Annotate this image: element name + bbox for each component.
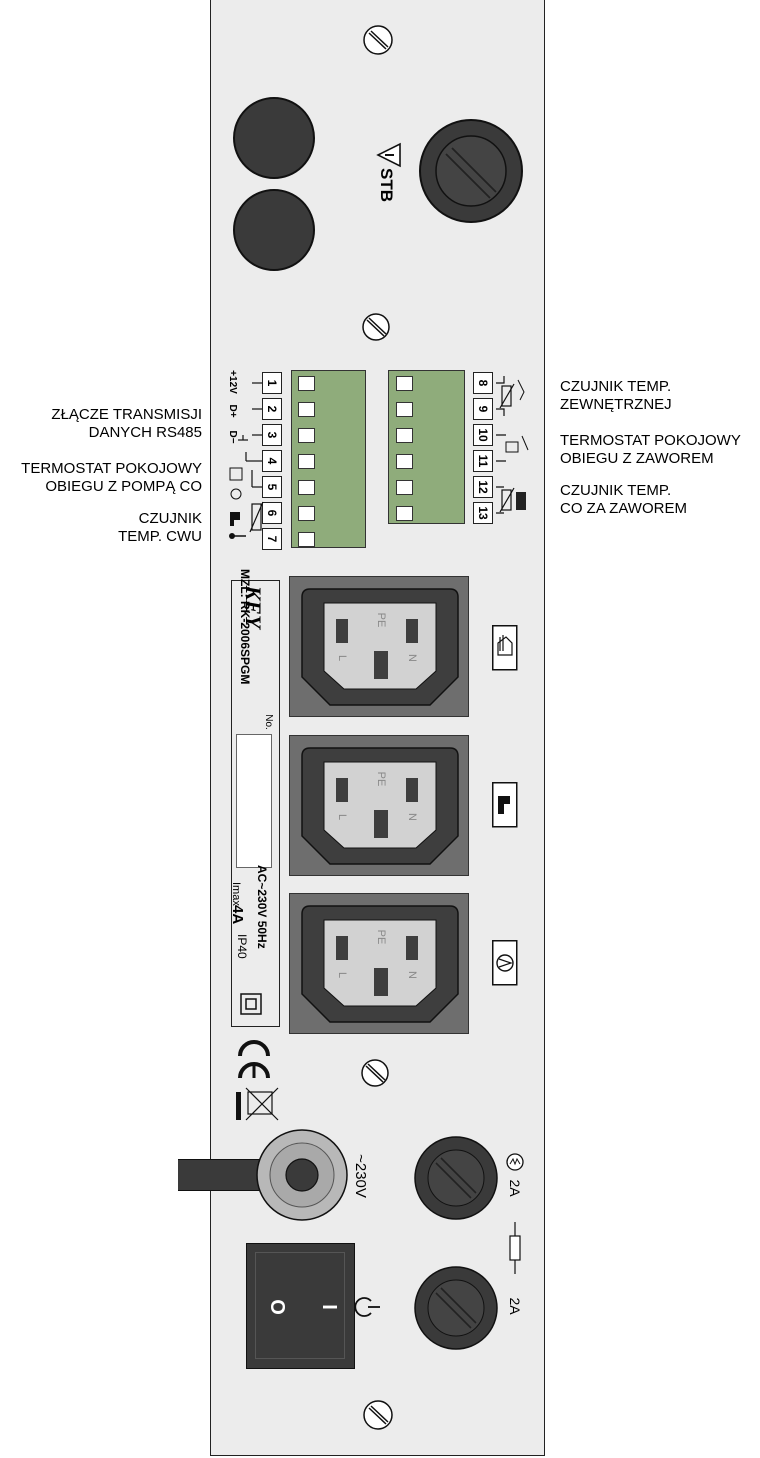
cable-gland-lower [233, 189, 315, 271]
co-sensor-label: CZUJNIK TEMP.CO ZA ZAWOREM [560, 482, 687, 517]
outdoor-sensor-label: CZUJNIK TEMP.ZEWNĘTRZNEJ [560, 378, 672, 413]
pump-icon [492, 940, 518, 986]
terminal-hole[interactable] [396, 402, 413, 417]
terminal-hole[interactable] [396, 376, 413, 391]
socket-face [301, 588, 459, 706]
cable-gland-upper [233, 97, 315, 179]
power-cable-gland [256, 1129, 348, 1221]
stb-warning-icon [376, 142, 401, 168]
stb-label: STB [377, 168, 396, 202]
stb-reset-knob[interactable] [418, 118, 524, 224]
weee-bin-icon [236, 1087, 279, 1121]
terminal-hole[interactable] [298, 454, 315, 469]
fuse-2-rating: 2A [507, 1297, 523, 1315]
ip-rating: IP40 [235, 934, 249, 959]
tap-icon [229, 512, 246, 539]
terminal-hole[interactable] [298, 506, 315, 521]
socket-face [301, 905, 459, 1023]
switch-on-label: I [318, 1304, 340, 1310]
terminal-hole[interactable] [396, 428, 413, 443]
terminal-hole[interactable] [298, 376, 315, 391]
fuse-icon [509, 1222, 521, 1274]
double-insulation-icon [240, 993, 262, 1015]
voltage-rating: AC~230V 50Hz [255, 865, 269, 949]
serial-number-box [236, 734, 272, 868]
serial-no-label: No. [263, 714, 274, 730]
fuse-holder-1[interactable] [413, 1135, 499, 1221]
terminal-hole[interactable] [298, 532, 315, 547]
switch-off-label: O [266, 1299, 288, 1315]
socket-outlet-3[interactable]: PE L N [289, 893, 469, 1034]
screw-icon-top [363, 25, 393, 55]
screw-icon-lower [361, 1059, 389, 1087]
terminal-hole[interactable] [396, 454, 413, 469]
power-standby-icon [354, 1297, 380, 1317]
socket-outlet-2[interactable]: PE L N [289, 735, 469, 876]
terminal-block-right [388, 370, 465, 524]
left-wiring-diagram [238, 382, 264, 533]
boiler-icon [492, 625, 518, 671]
terminal-hole[interactable] [396, 480, 413, 495]
ce-mark-icon [238, 1040, 270, 1079]
room-thermostat-icon [229, 467, 243, 500]
power-cable-label: ~230V [352, 1154, 369, 1198]
motor-icon [506, 1153, 524, 1171]
fuse-1-rating: 2A [507, 1179, 523, 1197]
terminal-hole[interactable] [298, 480, 315, 495]
model-number: MZL: RK-2006SPGM [238, 569, 252, 685]
screw-icon-mid [362, 313, 390, 341]
tap-function-icon [492, 782, 518, 828]
terminal-hole[interactable] [298, 428, 315, 443]
terminal-hole[interactable] [396, 506, 413, 521]
terminal-hole[interactable] [298, 402, 315, 417]
right-wiring-diagram [496, 376, 529, 514]
imax-value: 4A [229, 905, 246, 925]
fuse-holder-2[interactable] [413, 1265, 499, 1351]
screw-icon-bottom [363, 1400, 393, 1430]
socket-face [301, 747, 459, 865]
socket-outlet-1[interactable]: PE L N [289, 576, 469, 717]
